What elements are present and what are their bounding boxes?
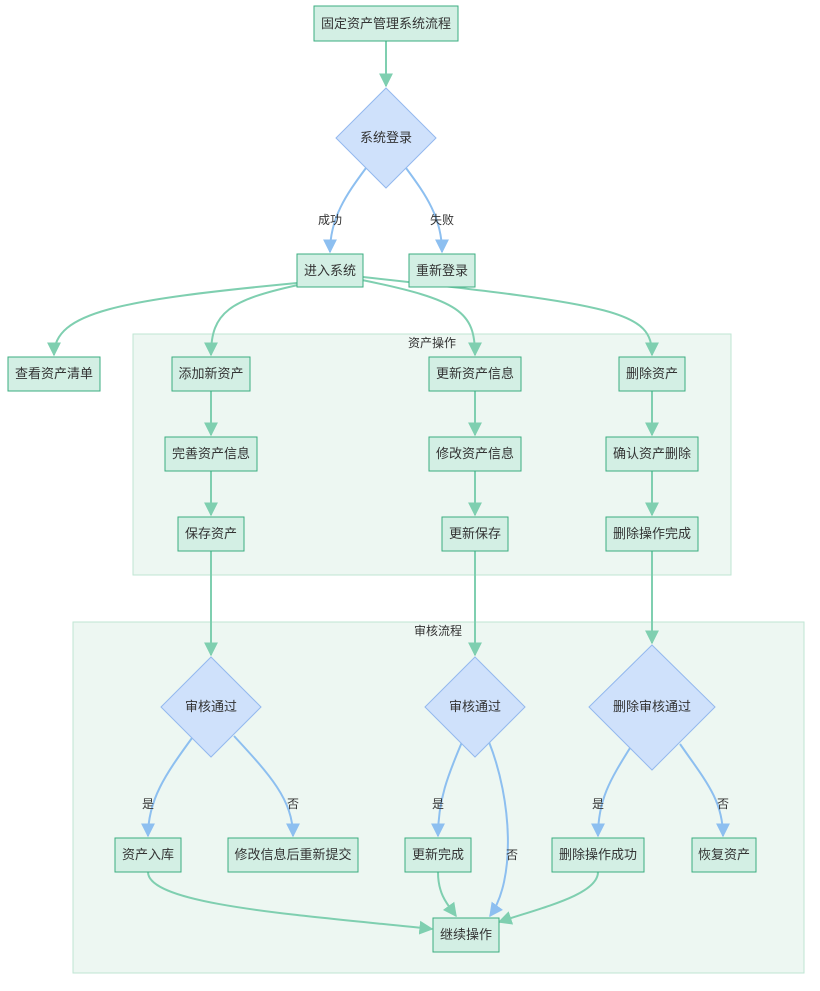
edge-audit1-stockin	[141, 737, 193, 838]
node-enter-system-label: 进入系统	[304, 264, 356, 279]
node-stock-in-label: 资产入库	[122, 847, 174, 863]
node-relogin-label: 重新登录	[416, 263, 468, 279]
node-audit-decision-1: 审核通过	[160, 656, 262, 758]
node-continue: 继续操作	[432, 917, 500, 953]
node-restore: 恢复资产	[691, 837, 757, 873]
edge-label-yes-3: 是	[592, 797, 604, 811]
node-save-asset: 保存资产	[177, 516, 245, 552]
node-update-info-label: 更新资产信息	[436, 366, 514, 382]
node-confirm-delete-label: 确认资产删除	[613, 447, 691, 462]
node-resubmit-label: 修改信息后重新提交	[234, 847, 351, 863]
node-view-list: 查看资产清单	[7, 356, 101, 392]
node-relogin: 重新登录	[408, 253, 476, 288]
node-resubmit: 修改信息后重新提交	[227, 837, 359, 873]
node-modify-info-label: 修改资产信息	[436, 446, 514, 462]
edge-label-yes-1: 是	[142, 797, 154, 811]
node-update-complete: 更新完成	[404, 837, 472, 873]
edge-label-fail: 失败	[430, 212, 454, 227]
node-audit-decision-1-label: 审核通过	[185, 700, 237, 715]
edge-label-no-1: 否	[287, 797, 299, 811]
node-login-decision-label: 系统登录	[360, 131, 412, 146]
edge-label-no-3: 否	[717, 797, 729, 811]
edge-label-yes-2: 是	[432, 797, 444, 811]
node-delete-asset-label: 删除资产	[626, 367, 678, 382]
node-audit-decision-2: 审核通过	[424, 656, 526, 758]
node-delete-success: 删除操作成功	[551, 837, 645, 873]
node-delete-asset: 删除资产	[618, 356, 686, 392]
node-stock-in: 资产入库	[114, 837, 182, 873]
node-delete-success-label: 删除操作成功	[559, 847, 637, 863]
node-login-decision: 系统登录	[335, 87, 437, 189]
edge-audit1-resubmit	[233, 735, 300, 838]
node-complete-info: 完善资产信息	[164, 436, 258, 472]
edge-updatecomplete-continue	[437, 871, 457, 918]
node-audit-decision-3: 删除审核通过	[588, 644, 716, 771]
node-update-info: 更新资产信息	[428, 356, 522, 392]
node-audit-decision-2-label: 审核通过	[449, 700, 501, 715]
edge-label-no-2: 否	[506, 848, 518, 862]
node-start-label: 固定资产管理系统流程	[321, 17, 451, 32]
cluster-asset-operations-title: 资产操作	[408, 335, 456, 350]
node-delete-done-label: 删除操作完成	[613, 526, 691, 542]
node-complete-info-label: 完善资产信息	[172, 446, 250, 462]
edge-audit2-continue	[488, 741, 509, 918]
node-audit-decision-3-label: 删除审核通过	[613, 700, 691, 715]
edge-labels: 成功 失败 是 否 是 否 是 否	[142, 212, 729, 862]
node-add-asset-label: 添加新资产	[178, 366, 243, 382]
edge-deletesuccess-continue	[497, 871, 599, 925]
node-confirm-delete: 确认资产删除	[605, 436, 699, 472]
node-start: 固定资产管理系统流程	[313, 5, 459, 42]
edge-audit2-updatecomplete	[431, 741, 463, 838]
cluster-audit-flow-title: 审核流程	[414, 623, 462, 638]
node-update-complete-label: 更新完成	[412, 847, 464, 863]
node-update-save: 更新保存	[441, 516, 509, 552]
node-add-asset: 添加新资产	[171, 356, 251, 392]
edge-login-relogin	[405, 167, 449, 254]
node-modify-info: 修改资产信息	[428, 436, 522, 472]
node-update-save-label: 更新保存	[449, 526, 501, 542]
edge-enter-add	[204, 284, 299, 357]
node-enter-system: 进入系统	[296, 253, 364, 288]
edge-label-success: 成功	[318, 213, 342, 227]
node-continue-label: 继续操作	[440, 927, 492, 943]
edge-audit3-deletesuccess	[591, 747, 631, 838]
edge-login-enter	[323, 167, 367, 254]
edge-audit3-restore	[679, 743, 730, 838]
node-view-list-label: 查看资产清单	[15, 366, 93, 382]
edge-enter-viewlist	[47, 282, 298, 357]
node-restore-label: 恢复资产	[698, 848, 750, 863]
node-save-asset-label: 保存资产	[185, 527, 237, 542]
edge-enter-update	[361, 279, 482, 357]
edge-stockin-continue	[147, 871, 434, 935]
node-delete-done: 删除操作完成	[605, 516, 699, 552]
